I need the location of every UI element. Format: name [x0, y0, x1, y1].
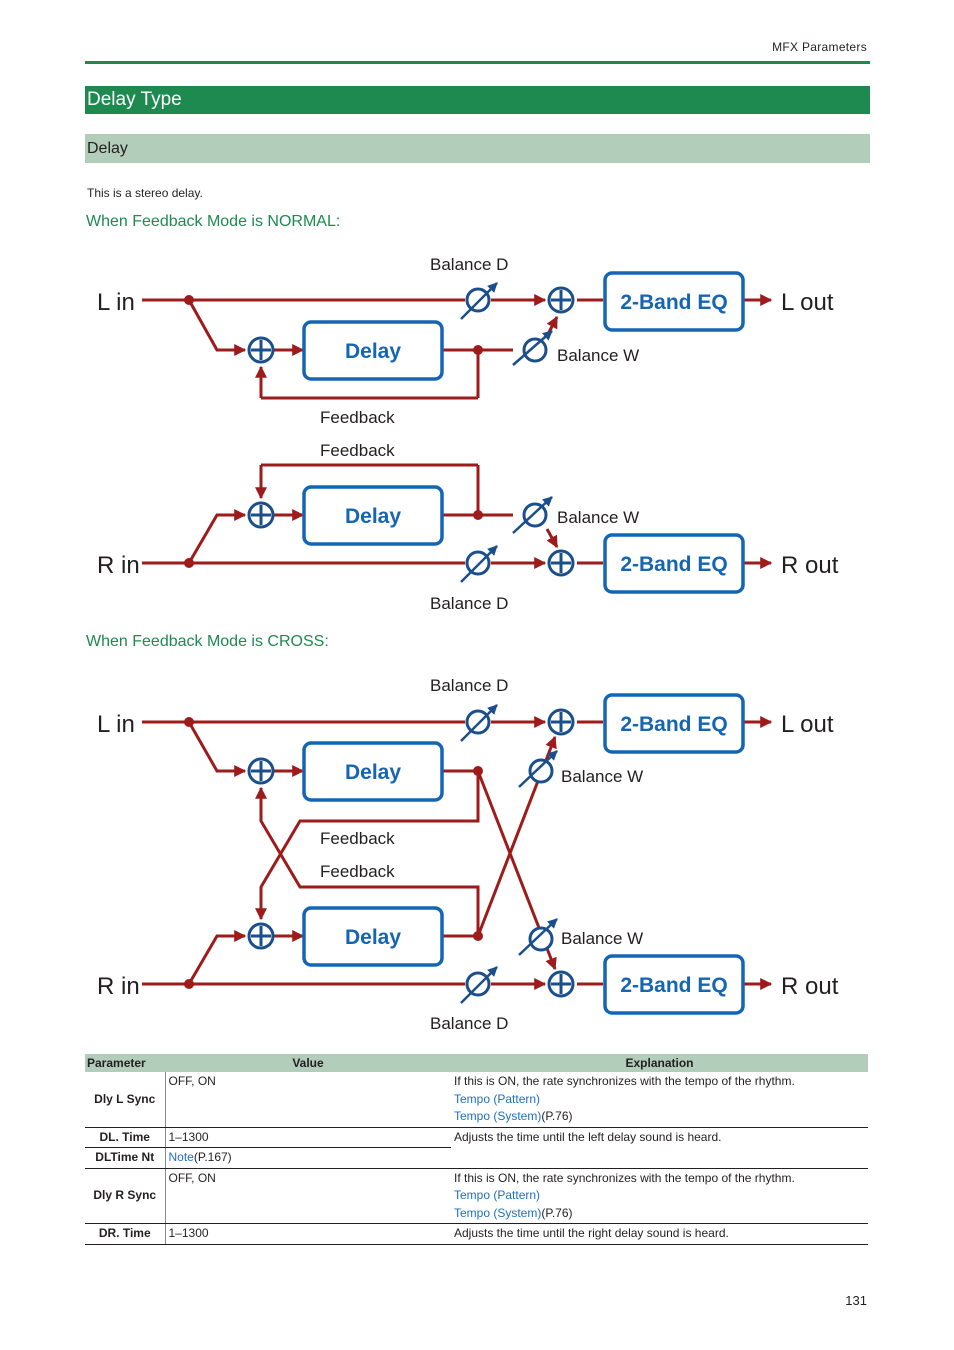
cross-mode-heading: When Feedback Mode is CROSS:	[86, 633, 329, 650]
param-name: DLTime Nt	[85, 1147, 166, 1169]
feedback-label: Feedback	[320, 408, 395, 427]
subsection-title: Delay	[85, 134, 870, 163]
col-header-value: Value	[165, 1054, 451, 1072]
page-ref: (P.76)	[541, 1205, 573, 1220]
delay-box-l	[302, 320, 444, 381]
cross-mode-diagram: Delay 2-Band EQ Delay 2-Band EQ L in R i…	[97, 676, 839, 1033]
param-value: 1–1300	[165, 1223, 451, 1245]
r-in-label: R in	[97, 552, 140, 579]
param-name: Dly L Sync	[85, 1072, 166, 1128]
page-number: 131	[845, 1293, 867, 1308]
delay-box-r	[302, 906, 444, 967]
r-out-label: R out	[781, 552, 839, 579]
explanation-text: If this is ON, the rate synchronizes wit…	[454, 1170, 795, 1185]
note-link[interactable]: Note	[168, 1150, 194, 1164]
running-head: MFX Parameters	[772, 40, 867, 54]
r-in-label: R in	[97, 973, 140, 1000]
delay-label: Delay	[345, 761, 401, 784]
table-row: Dly L Sync OFF, ON If this is ON, the ra…	[85, 1072, 868, 1128]
balance-w-label: Balance W	[561, 929, 643, 948]
r-out-label: R out	[781, 973, 839, 1000]
l-in-label: L in	[97, 711, 135, 738]
param-name: Dly R Sync	[85, 1168, 166, 1224]
param-explanation: If this is ON, the rate synchronizes wit…	[451, 1168, 868, 1224]
delay-label: Delay	[345, 340, 401, 363]
eq-box-l	[603, 693, 745, 754]
eq-box-l	[603, 271, 745, 332]
balance-w-knob-icon	[522, 502, 548, 528]
normal-mode-heading: When Feedback Mode is NORMAL:	[86, 213, 341, 230]
delay-box-l	[302, 741, 444, 802]
eq-label: 2-Band EQ	[620, 974, 727, 997]
l-out-label: L out	[781, 289, 834, 316]
delay-label: Delay	[345, 505, 401, 528]
table-row: Dly R Sync OFF, ON If this is ON, the ra…	[85, 1168, 868, 1224]
parameter-table: Parameter Value Explanation Dly L Sync O…	[85, 1054, 868, 1245]
normal-mode-diagram: Delay 2-Band EQ Delay 2-Band EQ L in R i…	[97, 255, 839, 613]
table-header-row: Parameter Value Explanation	[85, 1054, 868, 1072]
param-value: OFF, ON	[165, 1072, 451, 1128]
eq-label: 2-Band EQ	[620, 291, 727, 314]
balance-w-label: Balance W	[557, 508, 639, 527]
explanation-text: If this is ON, the rate synchronizes wit…	[454, 1074, 795, 1088]
table-row: DL. Time 1–1300 Adjusts the time until t…	[85, 1127, 868, 1169]
balance-w-knob-icon	[528, 926, 554, 952]
col-header-parameter: Parameter	[85, 1054, 165, 1072]
param-name: DR. Time	[85, 1223, 166, 1245]
col-header-explanation: Explanation	[451, 1054, 868, 1072]
balance-d-label: Balance D	[430, 255, 508, 274]
feedback-label: Feedback	[320, 829, 395, 848]
delay-label: Delay	[345, 926, 401, 949]
delay-box-r	[302, 485, 444, 546]
balance-d-knob-icon	[465, 971, 491, 997]
top-rule	[85, 61, 870, 64]
tempo-pattern-link[interactable]: Tempo (Pattern)	[454, 1188, 541, 1202]
tempo-system-link[interactable]: Tempo (System)	[454, 1109, 542, 1123]
tempo-pattern-link[interactable]: Tempo (Pattern)	[454, 1091, 541, 1106]
balance-d-label: Balance D	[430, 676, 508, 695]
eq-box-r	[603, 533, 745, 594]
page-ref: (P.76)	[541, 1109, 573, 1123]
param-value: 1–1300	[165, 1127, 451, 1148]
param-explanation: Adjusts the time until the left delay so…	[451, 1127, 868, 1169]
page-ref: (P.167)	[193, 1150, 232, 1164]
balance-d-knob-icon	[465, 550, 491, 576]
eq-label: 2-Band EQ	[620, 713, 727, 736]
balance-d-knob-icon	[465, 287, 491, 313]
balance-d-label: Balance D	[430, 1014, 508, 1033]
l-in-label: L in	[97, 289, 135, 316]
balance-d-knob-icon	[465, 709, 491, 735]
balance-d-label: Balance D	[430, 594, 508, 613]
param-name: DL. Time	[85, 1127, 166, 1148]
param-explanation: If this is ON, the rate synchronizes wit…	[451, 1072, 868, 1128]
table-row: DR. Time 1–1300 Adjusts the time until t…	[85, 1223, 868, 1245]
balance-w-label: Balance W	[561, 767, 643, 786]
table-row: DLTime Nt Note(P.167)	[85, 1147, 868, 1169]
section-title: Delay Type	[85, 86, 870, 114]
param-value: OFF, ON	[165, 1168, 451, 1224]
balance-w-knob-icon	[522, 337, 548, 363]
intro-text: This is a stereo delay.	[87, 186, 203, 200]
param-explanation: Adjusts the time until the right delay s…	[451, 1223, 868, 1245]
balance-w-knob-icon	[528, 758, 554, 784]
tempo-system-link[interactable]: Tempo (System)	[454, 1205, 542, 1220]
l-out-label: L out	[781, 711, 834, 738]
feedback-label: Feedback	[320, 862, 395, 881]
balance-w-label: Balance W	[557, 346, 639, 365]
eq-label: 2-Band EQ	[620, 553, 727, 576]
feedback-label: Feedback	[320, 441, 395, 460]
param-value: Note(P.167)	[165, 1147, 451, 1169]
eq-box-r	[603, 954, 745, 1015]
